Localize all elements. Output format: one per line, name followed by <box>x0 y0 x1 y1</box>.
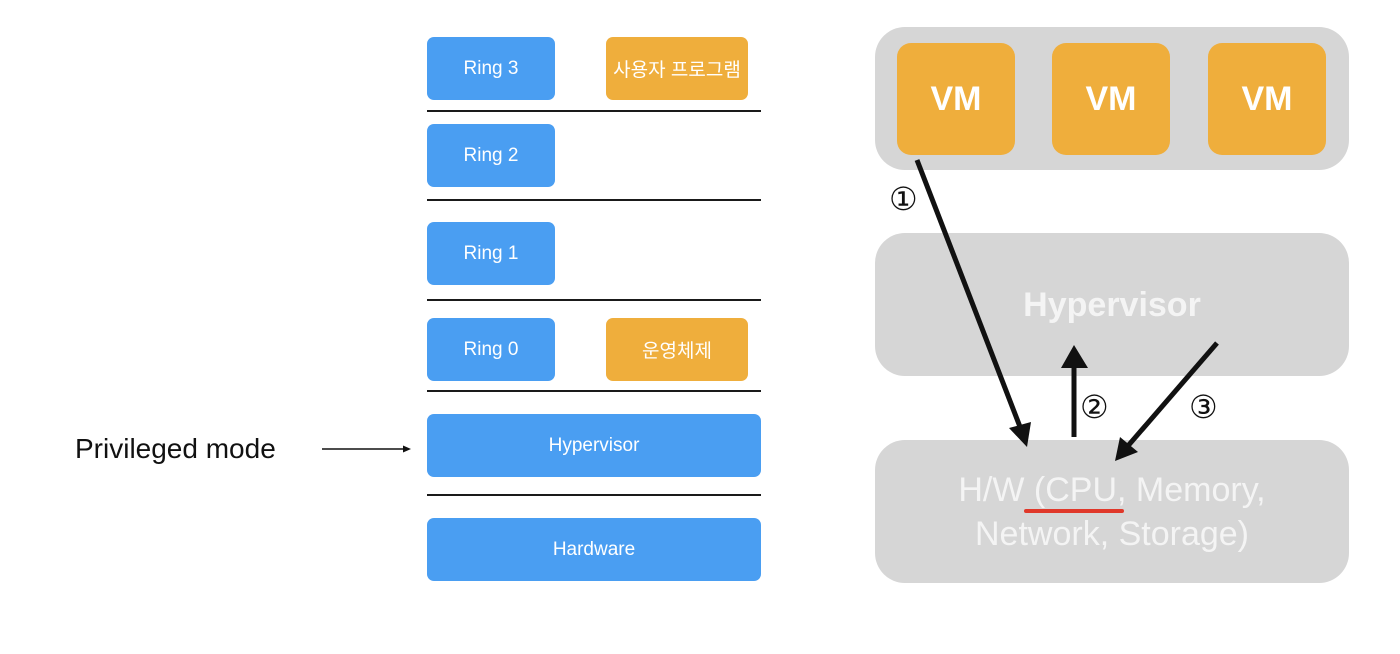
arrow-2 <box>1061 345 1088 437</box>
hypervisor-panel-label: Hypervisor <box>1023 285 1201 324</box>
hypervisor-label: Hypervisor <box>548 434 640 456</box>
step-3-label: ③ <box>1189 389 1218 425</box>
separator-line <box>427 494 761 496</box>
arrow-3 <box>1115 341 1219 461</box>
ring-1-label: Ring 1 <box>463 242 519 264</box>
separator-line <box>427 299 761 301</box>
operating-system-label: 운영체제 <box>642 341 712 362</box>
vm-box-2: VM <box>1052 43 1170 155</box>
vm-label: VM <box>1085 79 1137 118</box>
step-2-label: ② <box>1080 389 1109 425</box>
separator-line <box>427 390 761 392</box>
step-1-label: ① <box>889 181 918 217</box>
operating-system-box: 운영체제 <box>606 318 748 381</box>
ring-0-box: Ring 0 <box>427 318 555 381</box>
ring-3-label: Ring 3 <box>463 57 519 79</box>
ring-1-box: Ring 1 <box>427 222 555 285</box>
ring-2-label: Ring 2 <box>463 144 519 166</box>
vm-box-3: VM <box>1208 43 1326 155</box>
hardware-panel-line-1: H/W (CPU, Memory, <box>958 470 1266 509</box>
user-program-label: 사용자 프로그램 <box>613 60 741 81</box>
hardware-box: Hardware <box>427 518 761 581</box>
ring-2-box: Ring 2 <box>427 124 555 187</box>
arrow-1 <box>914 159 1031 447</box>
ring-0-label: Ring 0 <box>463 338 519 360</box>
vm-label: VM <box>1241 79 1293 118</box>
separator-line <box>427 110 761 112</box>
hypervisor-box: Hypervisor <box>427 414 761 477</box>
privileged-mode-label: Privileged mode <box>75 433 276 464</box>
hardware-panel-line-2: Network, Storage) <box>975 514 1249 553</box>
hardware-label: Hardware <box>552 538 636 560</box>
vm-label: VM <box>930 79 982 118</box>
user-program-box: 사용자 프로그램 <box>606 37 748 100</box>
separator-line <box>427 199 761 201</box>
ring-3-box: Ring 3 <box>427 37 555 100</box>
vm-box-1: VM <box>897 43 1015 155</box>
